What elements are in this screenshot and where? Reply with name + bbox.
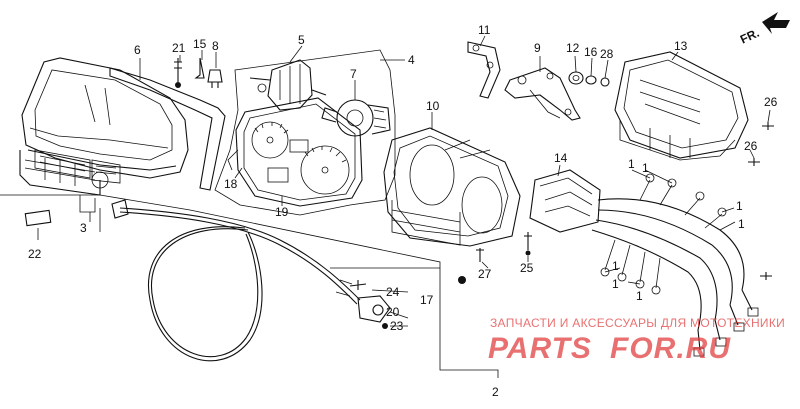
callout-10: 9 xyxy=(534,41,541,55)
callout-13: 11 xyxy=(478,23,491,37)
socket-block-part-7 xyxy=(529,169,601,233)
stay-part-10 xyxy=(504,67,581,121)
callout-17: 22 xyxy=(28,247,42,261)
callout-1-c: 1 xyxy=(736,199,743,213)
callout-5: 8 xyxy=(212,39,219,53)
callout-1-d: 1 xyxy=(738,217,745,231)
callout-21: 19 xyxy=(275,205,289,219)
callout-2: 2 xyxy=(492,385,499,399)
callout-8: 13 xyxy=(674,39,688,53)
callout-1-g: 1 xyxy=(636,289,643,303)
callout-28: 28 xyxy=(600,47,614,61)
switch-unit-part-4 xyxy=(249,59,327,111)
front-arrow-label: FR. xyxy=(738,26,761,47)
meter-visor-part-9 xyxy=(19,57,226,213)
gauge-assembly-box-part-3 xyxy=(214,49,396,216)
label-plate-part-17 xyxy=(24,209,52,227)
callout-11: 3 xyxy=(80,221,87,235)
callout-19: 15 xyxy=(193,37,207,51)
gauge-face-panel xyxy=(227,97,363,207)
speedometer-cable-part-15 xyxy=(111,199,391,362)
indicator-housing-part-8 xyxy=(614,51,749,161)
callout-1-f: 1 xyxy=(612,277,619,291)
leader-lines xyxy=(37,35,771,327)
callout-1-a: 1 xyxy=(628,157,635,171)
callout-26-upper: 26 xyxy=(764,95,778,109)
callout-9: 6 xyxy=(134,43,141,57)
screws-26 xyxy=(748,122,774,280)
watermark-tagline: ЗАПЧАСТИ И АКСЕССУАРЫ ДЛЯ МОТОТЕХНИКИ xyxy=(490,316,785,330)
callout-18: 16 xyxy=(584,45,598,59)
callout-25: 25 xyxy=(520,261,534,275)
meter-case-part-12 xyxy=(383,127,521,247)
watermark-brand-left: PARTS xyxy=(488,332,592,365)
callout-23: 21 xyxy=(172,41,186,55)
callout-27: 27 xyxy=(478,267,492,281)
callout-12: 10 xyxy=(426,99,440,113)
callout-15: 17 xyxy=(420,293,434,307)
callout-6: 7 xyxy=(350,67,357,81)
gauge-movement-part-6 xyxy=(321,99,391,137)
bracket-part-13 xyxy=(467,41,501,99)
watermark-brand-right: FOR.RU xyxy=(610,332,731,365)
callout-1-b: 1 xyxy=(642,161,649,175)
front-arrow-icon xyxy=(762,12,790,34)
wire-harness xyxy=(591,173,759,357)
watermark: ЗАПЧАСТИ И АКСЕССУАРЫ ДЛЯ МОТОТЕХНИКИ PA… xyxy=(488,316,785,365)
callout-16: 20 xyxy=(386,305,400,319)
callout-labels: 6 21 15 8 5 4 7 10 11 9 12 16 28 13 26 2… xyxy=(28,23,778,399)
callout-22: 23 xyxy=(390,319,404,333)
callout-26-lower: 26 xyxy=(744,139,758,153)
callout-4: 5 xyxy=(298,33,305,47)
callout-7: 14 xyxy=(554,151,568,165)
callout-3: 4 xyxy=(408,53,415,67)
screws-25-27 xyxy=(458,232,532,284)
callout-20: 18 xyxy=(224,177,238,191)
callout-24: 24 xyxy=(386,285,400,299)
grommet-set-group xyxy=(568,71,610,87)
callout-1-e: 1 xyxy=(612,259,619,273)
callout-14: 12 xyxy=(566,41,580,55)
small-screws-group xyxy=(174,57,223,88)
cable-fittings-group xyxy=(349,280,388,329)
group-outlines xyxy=(0,194,499,378)
